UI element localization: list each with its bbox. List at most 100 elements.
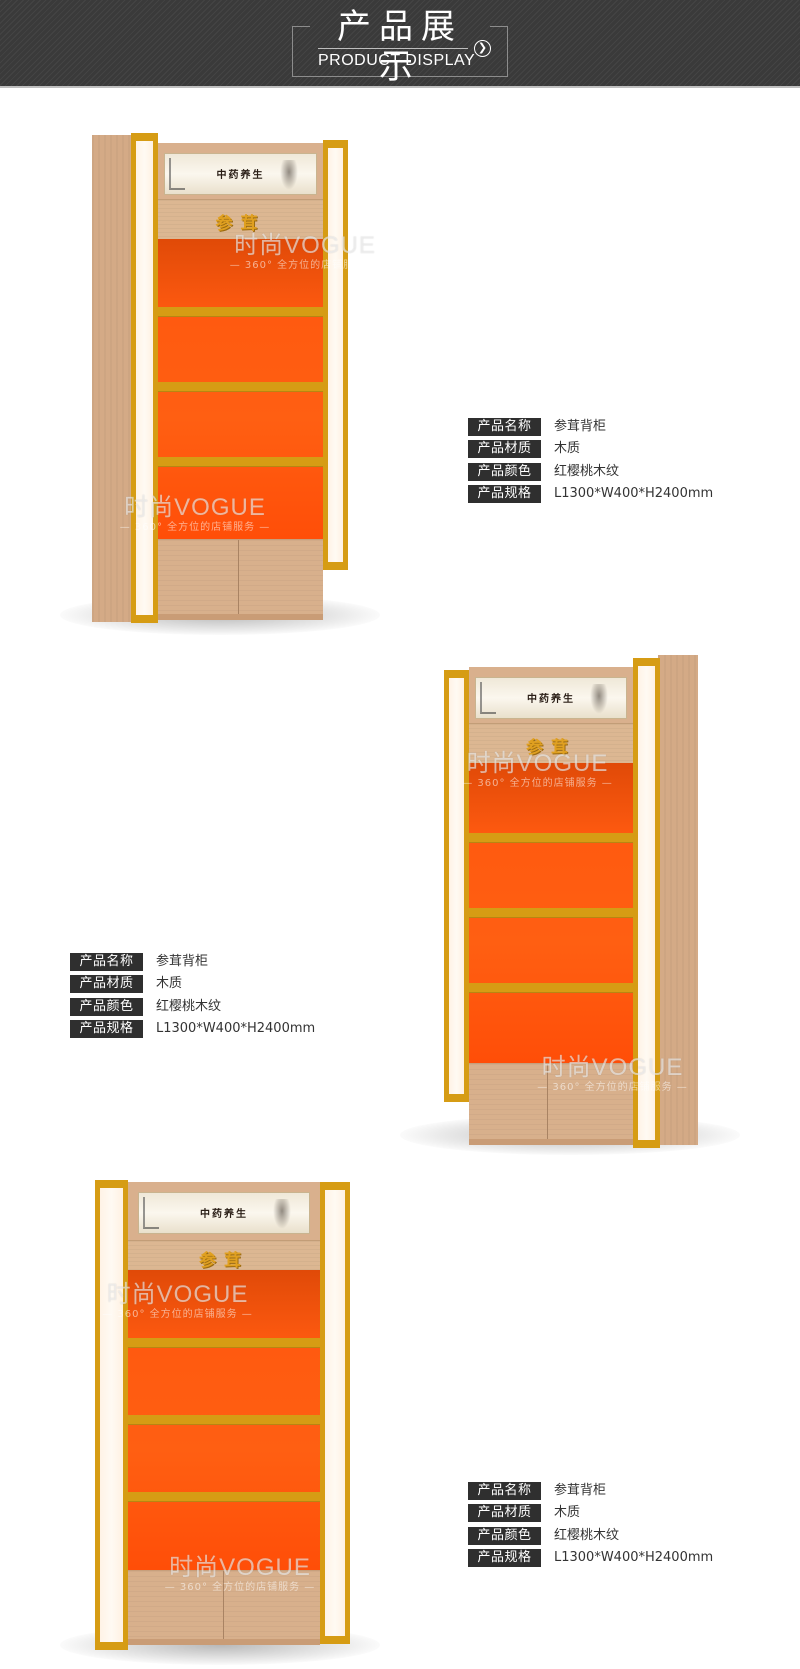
plinth [158, 614, 323, 620]
lightbox-sign: 中药养生 [475, 677, 627, 719]
spec-row-size: 产品规格 L1300*W400*H2400mm [468, 483, 748, 505]
shelf [128, 1415, 320, 1425]
spec-row-color: 产品颜色 红樱桃木纹 [70, 996, 350, 1018]
chevron-right-icon: ❯ [474, 40, 491, 57]
spec-value: 红樱桃木纹 [554, 463, 620, 479]
cabinet-body: 中药养生 参茸 [158, 143, 323, 620]
light-strip [449, 678, 464, 1094]
shelf [469, 908, 633, 918]
spec-label: 产品材质 [70, 975, 143, 994]
spec-row-color: 产品颜色 红樱桃木纹 [468, 461, 748, 483]
door-split [223, 1571, 224, 1639]
lightbox-sign: 中药养生 [164, 153, 317, 195]
spec-row-name: 产品名称 参茸背柜 [70, 951, 350, 973]
spec-value: L1300*W400*H2400mm [554, 1550, 714, 1566]
title-divider [318, 48, 468, 49]
door-split [238, 540, 239, 614]
spec-label: 产品材质 [468, 440, 541, 459]
name-board-text: 参茸 [526, 738, 576, 758]
light-pillar-left [95, 1180, 128, 1650]
spec-value: 参茸背柜 [554, 419, 607, 435]
spec-row-material: 产品材质 木质 [70, 973, 350, 995]
light-strip [325, 1190, 345, 1636]
spec-label: 产品名称 [468, 1482, 541, 1501]
shelf [469, 833, 633, 843]
spec-value: 红樱桃木纹 [554, 1527, 620, 1543]
spec-label: 产品颜色 [468, 1526, 541, 1545]
name-board-text: 参茸 [215, 214, 266, 234]
light-pillar-right [633, 658, 660, 1148]
light-pillar-left [444, 670, 469, 1102]
product-specs-3: 产品名称 参茸背柜 产品材质 木质 产品颜色 红樱桃木纹 产品规格 L1300*… [468, 1480, 748, 1569]
light-strip [100, 1188, 123, 1642]
display-shelves [158, 239, 323, 539]
spec-label: 产品材质 [468, 1504, 541, 1523]
spec-row-size: 产品规格 L1300*W400*H2400mm [468, 1547, 748, 1569]
spec-row-color: 产品颜色 红樱桃木纹 [468, 1525, 748, 1547]
spec-value: L1300*W400*H2400mm [554, 486, 714, 502]
cabinet-side-panel [658, 655, 698, 1145]
display-shelves [128, 1270, 320, 1570]
product-image-2: 中药养生 参茸 时尚VOGUE — 360° 全方位的店铺服务 — 时尚VOGU… [400, 645, 740, 1165]
plinth [128, 1639, 320, 1645]
sign-text: 中药养生 [216, 170, 265, 181]
spec-label: 产品名称 [468, 418, 541, 437]
cabinet-side-panel [92, 135, 134, 622]
spec-label: 产品规格 [70, 1020, 143, 1039]
shelf [128, 1492, 320, 1502]
spec-row-name: 产品名称 参茸背柜 [468, 416, 748, 438]
bamboo-ink-art [169, 158, 185, 190]
spec-value: 木质 [554, 441, 581, 457]
section-title: 产品展示 [337, 7, 463, 87]
cabinet-doors [158, 539, 323, 620]
spec-row-name: 产品名称 参茸背柜 [468, 1480, 748, 1502]
shelf [128, 1338, 320, 1348]
cabinet-body: 中药养生 参茸 [128, 1182, 320, 1645]
spec-value: 参茸背柜 [554, 1483, 607, 1499]
sage-ink-art [590, 684, 608, 714]
light-strip [136, 141, 153, 615]
name-board: 参茸 [469, 723, 633, 763]
sign-text: 中药养生 [527, 694, 575, 705]
frame-corner-left [292, 26, 310, 27]
display-shelves [469, 763, 633, 1063]
spec-label: 产品名称 [70, 953, 143, 972]
spec-value: 参茸背柜 [156, 954, 209, 970]
shelf [158, 457, 323, 467]
sign-text: 中药养生 [200, 1209, 248, 1220]
cabinet-doors [469, 1063, 633, 1145]
spec-value: 木质 [554, 1505, 581, 1521]
page-header: 产品展示 PRODUCT DISPLAY ❯ [0, 0, 800, 88]
spec-label: 产品规格 [468, 1549, 541, 1568]
spec-row-size: 产品规格 L1300*W400*H2400mm [70, 1018, 350, 1040]
plinth [469, 1139, 633, 1145]
spec-label: 产品颜色 [468, 462, 541, 481]
shelf [158, 307, 323, 317]
bamboo-ink-art [480, 682, 496, 714]
cabinet-body: 中药养生 参茸 [469, 667, 633, 1145]
shelf [158, 382, 323, 392]
light-pillar-left [131, 133, 158, 623]
spec-row-material: 产品材质 木质 [468, 438, 748, 460]
spec-label: 产品规格 [468, 485, 541, 504]
name-board: 参茸 [128, 1240, 320, 1271]
cabinet-doors [128, 1570, 320, 1645]
sage-ink-art [273, 1199, 291, 1229]
name-board: 参茸 [158, 199, 323, 239]
light-pillar-right [323, 140, 348, 570]
section-subtitle: PRODUCT DISPLAY [318, 52, 476, 69]
light-pillar-right [320, 1182, 350, 1644]
spec-row-material: 产品材质 木质 [468, 1502, 748, 1524]
door-split [547, 1064, 548, 1139]
name-board-text: 参茸 [199, 1251, 249, 1271]
spec-label: 产品颜色 [70, 997, 143, 1016]
shelf [469, 983, 633, 993]
sage-ink-art [280, 160, 298, 190]
bamboo-ink-art [143, 1197, 159, 1229]
spec-value: 红樱桃木纹 [156, 998, 222, 1014]
spec-value: L1300*W400*H2400mm [156, 1021, 316, 1037]
frame-corner-right [490, 26, 508, 27]
product-image-3: 中药养生 参茸 时尚VOGUE — 360° 全方位的店铺服务 — 时尚VOGU… [60, 1170, 380, 1669]
product-specs-2: 产品名称 参茸背柜 产品材质 木质 产品颜色 红樱桃木纹 产品规格 L1300*… [70, 951, 350, 1040]
title-frame [292, 26, 508, 77]
